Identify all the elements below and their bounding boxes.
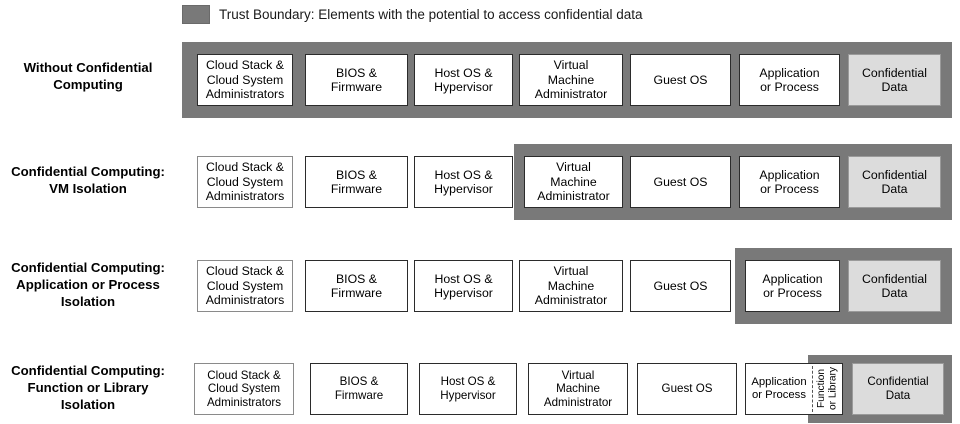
element-application-or-process-row4: Application or Process xyxy=(751,375,807,401)
element-cloud-admins-row4: Cloud Stack & Cloud System Administrator… xyxy=(194,363,294,415)
element-application-or-process-row2: Application or Process xyxy=(739,156,840,208)
trust-boundary-swatch-icon xyxy=(182,5,210,24)
element-application-or-process-row3: Application or Process xyxy=(745,260,840,312)
element-host-os-hypervisor-row4: Host OS & Hypervisor xyxy=(419,363,517,415)
element-confidential-data-row3: Confidential Data xyxy=(848,260,941,312)
row-function-or-library-isolation: Confidential Computing: Function or Libr… xyxy=(0,355,960,423)
element-cloud-admins-row2: Cloud Stack & Cloud System Administrator… xyxy=(197,156,293,208)
row-label-function-or-library-isolation: Confidential Computing: Function or Libr… xyxy=(11,363,165,412)
element-host-os-hypervisor-row3: Host OS & Hypervisor xyxy=(414,260,513,312)
element-confidential-data-row2: Confidential Data xyxy=(848,156,941,208)
element-vm-administrator-row2: Virtual Machine Administrator xyxy=(524,156,623,208)
element-confidential-data-row1: Confidential Data xyxy=(848,54,941,106)
element-vm-administrator-row1: Virtual Machine Administrator xyxy=(519,54,623,106)
row-label-vm-isolation: Confidential Computing: VM Isolation xyxy=(11,164,165,196)
row-application-or-process-isolation: Confidential Computing: Application or P… xyxy=(0,248,960,324)
application-function-divider xyxy=(812,366,813,412)
element-bios-firmware-row3: BIOS & Firmware xyxy=(305,260,408,312)
element-guest-os-row1: Guest OS xyxy=(630,54,731,106)
element-guest-os-row3: Guest OS xyxy=(630,260,731,312)
element-bios-firmware-row2: BIOS & Firmware xyxy=(305,156,408,208)
element-bios-firmware-row1: BIOS & Firmware xyxy=(305,54,408,106)
function-or-library-label: Function or Library xyxy=(816,367,839,411)
row-label-application-or-process-isolation: Confidential Computing: Application or P… xyxy=(11,260,165,309)
element-application-or-process-row1: Application or Process xyxy=(739,54,840,106)
element-bios-firmware-row4: BIOS & Firmware xyxy=(310,363,408,415)
element-guest-os-row2: Guest OS xyxy=(630,156,731,208)
legend-label: Trust Boundary: Elements with the potent… xyxy=(219,7,643,22)
element-vm-administrator-row4: Virtual Machine Administrator xyxy=(528,363,628,415)
legend: Trust Boundary: Elements with the potent… xyxy=(182,5,642,24)
element-function-or-library-row4: Function or Library xyxy=(813,364,842,414)
row-without-confidential-computing: Without Confidential Computing Cloud Sta… xyxy=(0,42,960,118)
element-confidential-data-row4: Confidential Data xyxy=(852,363,944,415)
element-application-with-function-library-row4: Application or Process Function or Libra… xyxy=(745,363,843,415)
element-cloud-admins-row1: Cloud Stack & Cloud System Administrator… xyxy=(197,54,293,106)
element-vm-administrator-row3: Virtual Machine Administrator xyxy=(519,260,623,312)
row-vm-isolation: Confidential Computing: VM Isolation Clo… xyxy=(0,144,960,220)
element-guest-os-row4: Guest OS xyxy=(637,363,737,415)
element-host-os-hypervisor-row2: Host OS & Hypervisor xyxy=(414,156,513,208)
row-label-without-confidential-computing: Without Confidential Computing xyxy=(23,60,153,92)
element-host-os-hypervisor-row1: Host OS & Hypervisor xyxy=(414,54,513,106)
element-cloud-admins-row3: Cloud Stack & Cloud System Administrator… xyxy=(197,260,293,312)
